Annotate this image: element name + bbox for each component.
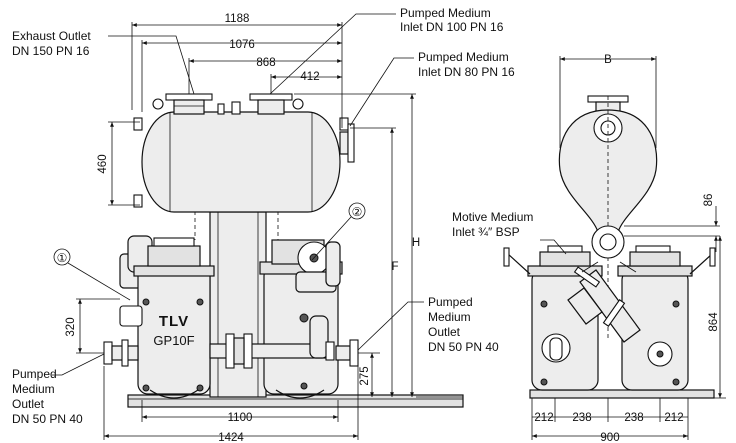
outlet-left-label-2: Medium xyxy=(12,382,55,396)
front-dimensions: 1188 1076 868 412 460 320 275 F xyxy=(65,13,463,443)
exhaust-outlet-label: Exhaust Outlet xyxy=(12,29,91,43)
outlet-right-label-1: Pumped xyxy=(428,295,473,309)
outlet-left-label-3: Outlet xyxy=(12,397,45,411)
inlet-dn100-spec: Inlet DN 100 PN 16 xyxy=(400,20,504,34)
lifting-eye xyxy=(292,98,304,110)
dim-b: B xyxy=(604,54,612,66)
dim-320: 320 xyxy=(65,317,77,336)
lifting-eye xyxy=(152,98,164,110)
side-receiver xyxy=(558,95,658,340)
side-view xyxy=(503,95,716,399)
dim-1424: 1424 xyxy=(218,432,244,443)
inlet-dn80-label: Pumped Medium xyxy=(418,50,509,64)
dim-1076: 1076 xyxy=(229,39,255,51)
callout-2: ② xyxy=(352,205,363,219)
motive-medium-label: Motive Medium xyxy=(452,210,533,224)
exhaust-outlet-spec: DN 150 PN 16 xyxy=(12,44,90,58)
dim-460: 460 xyxy=(97,154,109,173)
outlet-right-spec: DN 50 PN 40 xyxy=(428,340,499,354)
outlet-right-flange xyxy=(335,339,359,367)
outlet-left-label-1: Pumped xyxy=(12,367,57,381)
dim-864: 864 xyxy=(708,312,720,332)
fitting xyxy=(231,101,241,115)
outlet-left-spec: DN 50 PN 40 xyxy=(12,412,83,426)
side-pump-right xyxy=(617,245,716,391)
dim-900: 900 xyxy=(600,432,619,443)
side-motive-piping xyxy=(567,225,641,343)
dim-1188: 1188 xyxy=(225,13,250,25)
pump-left: TLV GP10F xyxy=(119,235,215,399)
dim-868: 868 xyxy=(256,57,275,69)
front-labels: Exhaust Outlet DN 150 PN 16 Pumped Mediu… xyxy=(12,6,515,426)
outlet-left-flange xyxy=(103,339,139,367)
fitting xyxy=(217,103,225,115)
front-view: TLV GP10F xyxy=(53,93,464,408)
dim-h: H xyxy=(412,237,420,249)
brand-label: TLV xyxy=(159,313,189,330)
side-dimensions: B 86 864 212 238 238 212 900 xyxy=(531,54,726,443)
base-frame xyxy=(127,394,464,408)
inlet-dn100-nozzle xyxy=(249,93,293,115)
dim-412: 412 xyxy=(300,71,319,83)
discharge-piping xyxy=(209,315,335,369)
callout-1: ① xyxy=(57,251,68,265)
receiver-tank xyxy=(133,111,349,213)
side-labels: Motive Medium Inlet ¾″ BSP xyxy=(452,210,567,255)
dim-86: 86 xyxy=(703,194,715,207)
dim-1100: 1100 xyxy=(228,412,253,424)
dim-275: 275 xyxy=(359,366,371,385)
pump-right xyxy=(259,239,343,399)
inlet-dn80-spec: Inlet DN 80 PN 16 xyxy=(418,65,515,79)
outlet-right-label-2: Medium xyxy=(428,310,471,324)
model-label: GP10F xyxy=(153,333,194,348)
side-base xyxy=(529,389,715,399)
outlet-right-label-3: Outlet xyxy=(428,325,461,339)
motive-medium-spec: Inlet ¾″ BSP xyxy=(452,225,520,239)
exhaust-outlet-nozzle xyxy=(165,93,213,115)
dim-238-right: 238 xyxy=(624,412,643,424)
dim-238-left: 238 xyxy=(572,412,591,424)
callout-1-circle xyxy=(53,248,71,266)
dim-212-left: 212 xyxy=(534,412,553,424)
inlet-dn100-label: Pumped Medium xyxy=(400,6,491,20)
callout-2-circle xyxy=(348,202,366,220)
dim-f: F xyxy=(391,261,398,273)
dim-212-right: 212 xyxy=(664,412,683,424)
